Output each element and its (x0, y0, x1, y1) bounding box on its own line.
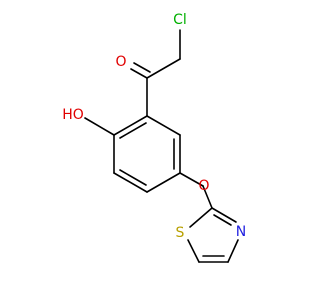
bonds (84, 29, 239, 263)
bond-ring-6 (113, 115, 148, 136)
bond-oether-thiazole (202, 185, 213, 209)
bond-ring-3 (146, 172, 181, 193)
atom-n-thiazole: N (236, 224, 246, 240)
molecule-structure-diagram: Cl O HO O S N (62, 12, 247, 263)
bond-ring-oether (179, 172, 204, 187)
atom-o-carbonyl: O (115, 54, 126, 70)
bond-ring-6-inner (119, 122, 147, 139)
bond-ring-4 (113, 172, 148, 193)
bond-ch2-carbonyl (146, 58, 181, 79)
bond-thiazole-c2-n (211, 207, 237, 223)
atom-labels: Cl O HO O S N (62, 12, 246, 241)
atom-cl: Cl (173, 12, 187, 28)
bond-thiazole-c5-s (187, 239, 200, 263)
bond-ring-oh (84, 117, 115, 136)
bond-thiazole-c2-s (189, 207, 213, 228)
bond-ring-1 (146, 115, 181, 136)
bond-ring-4-inner (119, 169, 147, 186)
bond-thiazole-c2-n-inner (213, 214, 232, 226)
atom-o-hydroxyl: HO (62, 107, 84, 123)
atom-o-ether: O (198, 178, 209, 194)
atom-s-thiazole: S (176, 225, 185, 241)
bond-carbonyl-o-b (133, 62, 151, 73)
bond-carbonyl-o-a (130, 68, 148, 79)
bond-thiazole-n-c4 (227, 239, 239, 263)
